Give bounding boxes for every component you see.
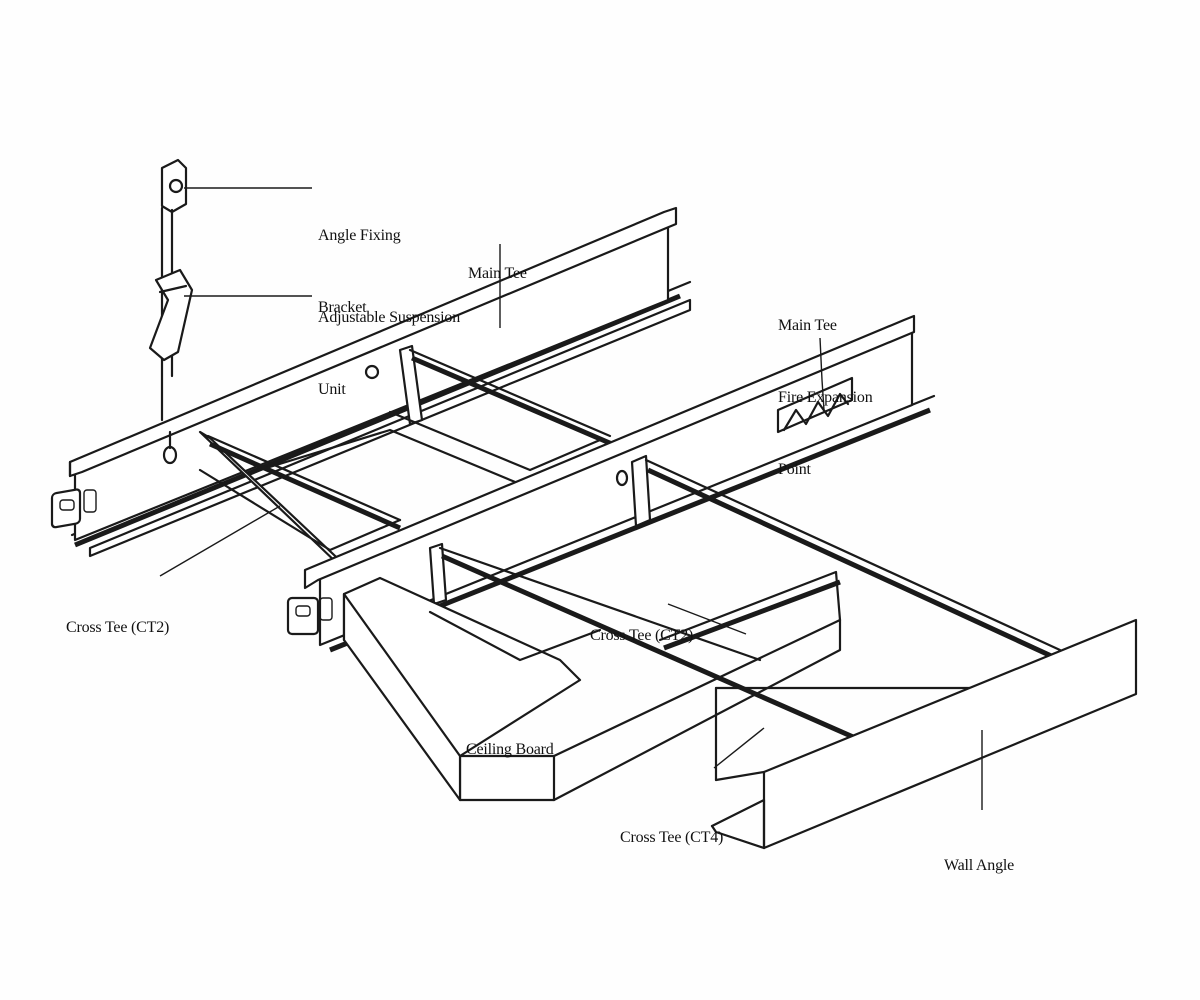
- angle-fixing-bracket: [160, 158, 188, 214]
- label-wall-angle: Wall Angle: [944, 857, 1015, 874]
- ceiling-board: [342, 576, 842, 802]
- cross-tee-front-left: [428, 542, 862, 743]
- label-main-tee: Main Tee: [468, 265, 527, 282]
- ceiling-panel-outlines-upper: [198, 382, 602, 552]
- label-angle-fixing-bracket: Angle Fixing Bracket: [318, 227, 401, 316]
- adjustable-suspension-unit: [148, 268, 194, 362]
- cross-tee-ct2-center: [658, 570, 992, 782]
- label-main-tee-fire-expansion-point: Main Tee Fire Expansion Point: [778, 317, 873, 478]
- main-tee-upper-flange-hatch: [88, 298, 692, 558]
- cross-tee-upper-left: [198, 430, 402, 572]
- label-cross-tee-ct2-center: Cross Tee (CT2): [590, 627, 694, 644]
- main-tee-upper: [50, 206, 692, 548]
- label-cross-tee-ct2-left: Cross Tee (CT2): [66, 619, 170, 636]
- wall-angle: [710, 618, 1138, 850]
- label-ceiling-board: Ceiling Board: [466, 741, 554, 758]
- cross-tee-front-right: [630, 454, 1062, 663]
- leader-lines: [159, 187, 983, 810]
- label-cross-tee-ct4: Cross Tee (CT4): [620, 829, 724, 846]
- fire-expansion-point: [776, 376, 854, 434]
- label-adjustable-suspension-unit: Adjustable Suspension Unit: [318, 309, 461, 398]
